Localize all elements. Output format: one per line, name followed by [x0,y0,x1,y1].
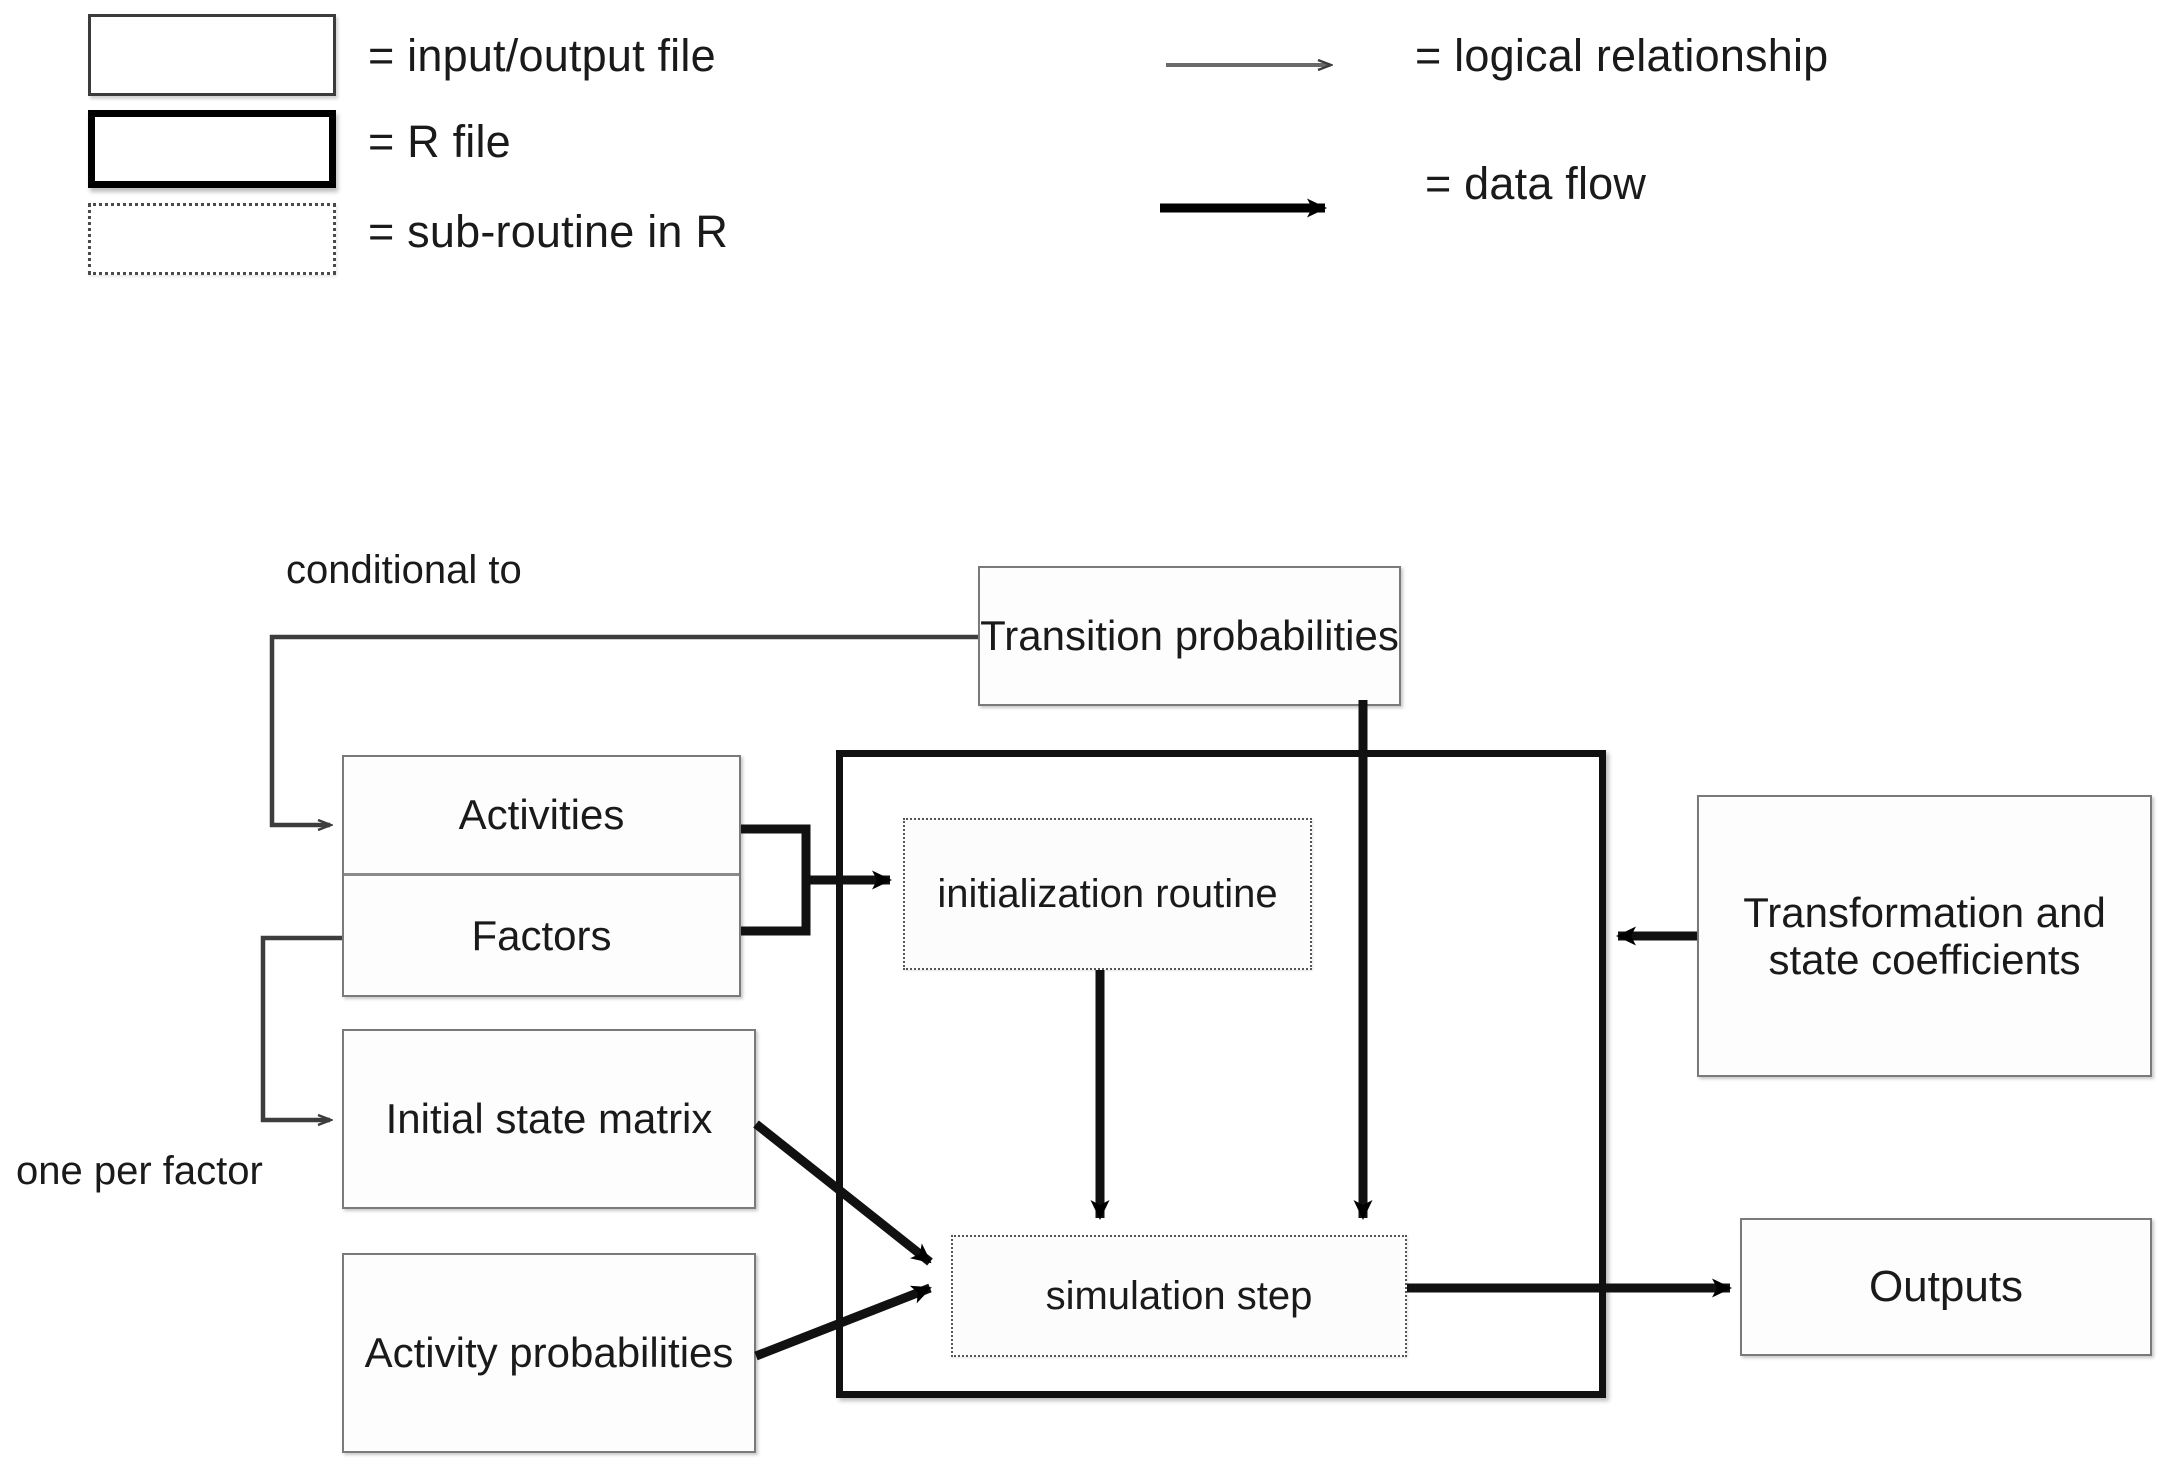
node-transition-probabilities[interactable]: Transition probabilities [978,566,1401,706]
node-outputs-label: Outputs [1868,1262,2024,1312]
node-activities-label: Activities [458,791,625,839]
legend: = input/output file = R file = sub-routi… [0,0,2171,400]
main-r-file-container[interactable] [836,750,1606,1398]
logical-link-transition-to-activities [269,634,978,825]
node-factors-label: Factors [471,911,612,959]
sub-routine-swatch [88,203,336,275]
logical-link-factors-to-initial-state-matrix [260,935,342,1120]
node-simulation-step-label: simulation step [1045,1273,1313,1318]
annotation-conditional-to: conditional to [286,548,522,592]
node-activities-factors[interactable]: Activities Factors [342,755,741,997]
node-initialization-routine[interactable]: initialization routine [903,818,1312,970]
legend-label-input-output-file: = input/output file [368,30,716,81]
node-transformation-and-state-coefficients[interactable]: Transformation and state coefficients [1697,795,2152,1077]
node-transition-probabilities-label: Transition probabilities [980,612,1399,660]
node-activity-probabilities-label: Activity probabilities [364,1329,734,1377]
node-initial-state-matrix-label: Initial state matrix [385,1095,713,1143]
data-link-initial-state-matrix-to-simulation-step [753,1120,933,1266]
input-output-file-swatch [88,14,336,96]
node-activities[interactable]: Activities [344,757,739,876]
legend-label-sub-routine: = sub-routine in R [368,206,729,257]
data-link-activity-probabilities-to-simulation-step [754,1283,932,1361]
data-link-activities-factors-to-initialization-routine [741,824,892,936]
legend-label-logical-relationship: = logical relationship [1415,30,1829,81]
node-transformation-and-state-coefficients-label: Transformation and state coefficients [1743,888,2106,983]
node-activity-probabilities[interactable]: Activity probabilities [342,1253,756,1453]
legend-label-r-file: = R file [368,116,511,167]
node-initialization-routine-label: initialization routine [937,871,1278,916]
r-file-swatch [88,110,336,188]
node-simulation-step[interactable]: simulation step [951,1235,1407,1357]
annotation-one-per-factor: one per factor [16,1149,263,1193]
node-outputs[interactable]: Outputs [1740,1218,2152,1356]
node-factors[interactable]: Factors [344,876,739,995]
legend-label-data-flow: = data flow [1425,158,1647,209]
node-initial-state-matrix[interactable]: Initial state matrix [342,1029,756,1209]
